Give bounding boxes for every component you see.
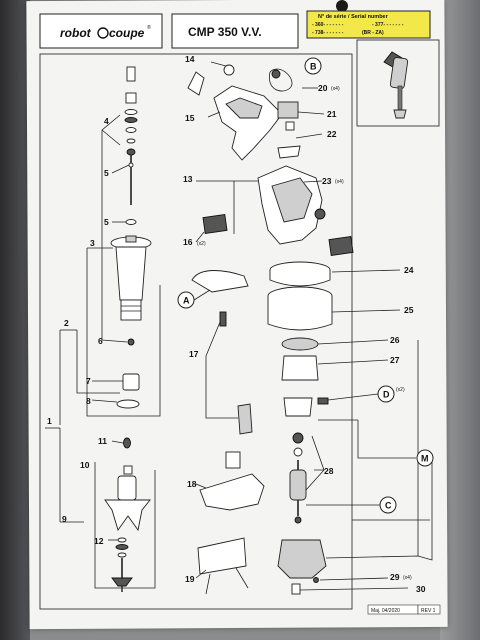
callout-26: 26 bbox=[390, 335, 400, 345]
callout-22: 22 bbox=[327, 129, 337, 139]
callout-14: 14 bbox=[185, 54, 195, 64]
callout-29-qty: (x4) bbox=[403, 575, 412, 581]
callout-23: 23 bbox=[322, 176, 332, 186]
callout-circle-m bbox=[416, 449, 434, 467]
callout-5b: 5 bbox=[104, 217, 109, 227]
serial-line1-b: - 377- - - - - - - bbox=[372, 22, 404, 28]
shaft-assembly bbox=[104, 66, 152, 592]
callout-21: 21 bbox=[327, 109, 337, 119]
callout-20-qty: (x4) bbox=[331, 86, 340, 92]
callout-30: 30 bbox=[416, 584, 426, 594]
right-leader-lines bbox=[195, 61, 433, 591]
rev-box bbox=[417, 604, 441, 615]
callout-A: A bbox=[183, 296, 190, 306]
callout-circle-c bbox=[379, 496, 397, 514]
callout-circle-d bbox=[377, 385, 395, 403]
callout-2: 2 bbox=[64, 318, 69, 328]
callout-16-qty: (x2) bbox=[197, 241, 206, 247]
callout-C: C bbox=[385, 501, 392, 511]
punch-hole bbox=[336, 0, 348, 12]
callout-20: 20 bbox=[318, 83, 328, 93]
callout-13: 13 bbox=[183, 174, 193, 184]
callout-24: 24 bbox=[404, 265, 414, 275]
footer: Maj. 04/2020 REV 1 bbox=[367, 604, 441, 615]
callout-9: 9 bbox=[62, 514, 67, 524]
callout-circle-b bbox=[304, 57, 322, 75]
callout-7: 7 bbox=[86, 376, 91, 386]
callout-8: 8 bbox=[86, 396, 91, 406]
callout-25: 25 bbox=[404, 305, 414, 315]
callout-M: M bbox=[421, 454, 429, 464]
callout-17: 17 bbox=[189, 349, 199, 359]
letter-callouts: B A D (x2) C M bbox=[177, 57, 434, 514]
left-leader-lines bbox=[45, 114, 161, 589]
callout-D-qty: (x2) bbox=[396, 387, 405, 393]
serial-title: N° de série / Serial number bbox=[318, 14, 389, 20]
serial-box bbox=[306, 10, 431, 39]
callout-4: 4 bbox=[104, 116, 109, 126]
callout-23-qty: (x4) bbox=[335, 179, 344, 185]
callout-16: 16 bbox=[183, 237, 193, 247]
callout-5a: 5 bbox=[104, 168, 109, 178]
footer-date: Maj. 04/2020 bbox=[371, 608, 400, 614]
callout-27: 27 bbox=[390, 355, 400, 365]
table-surface-left bbox=[0, 0, 30, 640]
callout-labels: 1 2 3 4 5 5 6 7 8 9 10 11 12 13 14 15 16… bbox=[47, 54, 426, 594]
callout-1: 1 bbox=[47, 416, 52, 426]
callout-D: D bbox=[383, 390, 390, 400]
footer-rev: REV 1 bbox=[421, 608, 436, 614]
serial-line2-b: (BR - ZA) bbox=[362, 30, 384, 36]
callout-15: 15 bbox=[185, 113, 195, 123]
callout-28: 28 bbox=[324, 466, 334, 476]
callout-B: B bbox=[310, 62, 317, 72]
serial-line1-a: - 360- - - - - - - bbox=[312, 22, 344, 28]
model-box bbox=[171, 13, 299, 49]
serial-line2-a: - 738- - - - - - - bbox=[312, 30, 344, 36]
registered-mark: ® bbox=[147, 24, 151, 31]
brand-right: coupe bbox=[109, 26, 145, 40]
callout-10: 10 bbox=[80, 460, 90, 470]
callout-18: 18 bbox=[187, 479, 197, 489]
brand-box bbox=[39, 13, 163, 49]
model-title: CMP 350 V.V. bbox=[188, 25, 262, 39]
callout-19: 19 bbox=[185, 574, 195, 584]
callout-12: 12 bbox=[94, 536, 104, 546]
thumbnail-frame bbox=[356, 39, 440, 127]
motor-housing-parts bbox=[187, 64, 354, 595]
brand-left: robot bbox=[60, 26, 92, 40]
callout-11: 11 bbox=[98, 436, 107, 446]
diagram-frame bbox=[39, 53, 353, 610]
callout-29: 29 bbox=[390, 572, 400, 582]
header: robot coupe ® CMP 350 V.V. N° de série /… bbox=[39, 10, 431, 49]
assembled-blender-thumbnail bbox=[383, 51, 409, 119]
callout-3: 3 bbox=[90, 238, 95, 248]
callout-6: 6 bbox=[98, 336, 103, 346]
brand-logo-icon bbox=[97, 27, 109, 39]
